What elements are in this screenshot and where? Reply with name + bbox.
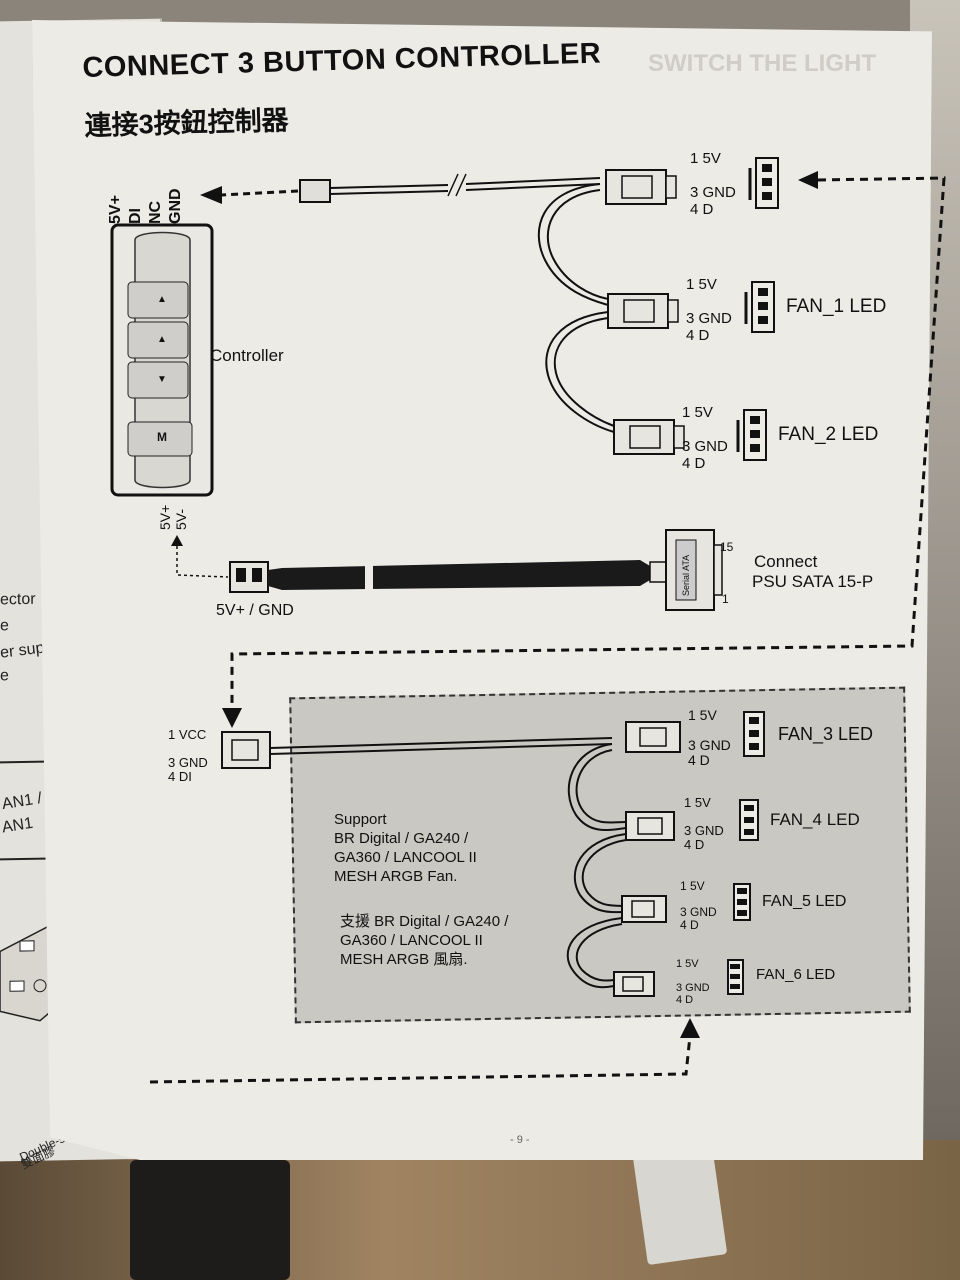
fan-1-led-label: FAN_1 LED [786, 296, 887, 317]
controller-pin-5v: 5V+ [107, 195, 124, 224]
sata-connector [649, 529, 723, 611]
svg-text:▲: ▲ [157, 334, 167, 345]
controller-body: ▲ ▲ ▼ [110, 223, 214, 497]
controller-bottom-pin-5v-minus: 5V- [173, 508, 189, 530]
sata-connector-label: Serial ATA [681, 554, 691, 596]
sata-psu-text: PSU SATA 15-P [752, 572, 874, 591]
fan-connector-hub-3 [625, 721, 681, 753]
fan-header-hub-4 [739, 799, 759, 841]
power-cable-label: 5V+ / GND [216, 602, 294, 619]
fan-header-hub-3 [743, 711, 765, 757]
sata-pin-15: 15 [720, 540, 734, 554]
svg-text:▲: ▲ [157, 294, 167, 305]
fan-3-led-label: FAN_3 LED [778, 724, 874, 744]
controller-pin-gnd: GND [167, 188, 184, 224]
ghost-heading: SWITCH THE LIGHT [648, 50, 876, 77]
controller-pin-di: DI [127, 208, 144, 224]
support-text-en: Support BR Digital / GA240 / GA360 / LAN… [334, 811, 477, 885]
fan-connector-top-3 [613, 419, 685, 455]
sata-connect-text: Connect [754, 552, 818, 571]
controller-pin-nc: NC [147, 200, 164, 224]
fan-header-top-1 [748, 157, 779, 209]
svg-text:▼: ▼ [157, 374, 167, 385]
controller-label: Controller [210, 346, 284, 365]
fan-header-hub-5 [733, 883, 751, 921]
fan-header-top-2 [744, 281, 775, 333]
fan-header-hub-6 [727, 959, 744, 995]
fan-2-led-label: FAN_2 LED [778, 424, 879, 445]
controller-bottom-pin-5v-plus: 5V+ [157, 504, 173, 530]
fan-connector-top-2 [607, 293, 679, 329]
controller-mode-button: M [157, 430, 167, 444]
fan-4-led-label: FAN_4 LED [770, 810, 860, 829]
sata-pin-1: 1 [722, 592, 729, 606]
fan-connector-hub-5 [621, 895, 667, 923]
fan-5-led-label: FAN_5 LED [762, 893, 847, 910]
fan-6-led-label: FAN_6 LED [756, 966, 836, 983]
page-number: - 9 - [510, 1134, 530, 1146]
fan-header-top-3 [736, 409, 767, 461]
support-text-zh: 支援 BR Digital / GA240 / GA360 / LANCOOL … [340, 913, 509, 968]
desk-object [130, 1160, 290, 1280]
fan-connector-hub-4 [625, 811, 675, 841]
fan-connector-hub-6 [613, 971, 655, 997]
fan-connector-top-1 [605, 169, 677, 205]
hub-input-connector [221, 731, 271, 769]
